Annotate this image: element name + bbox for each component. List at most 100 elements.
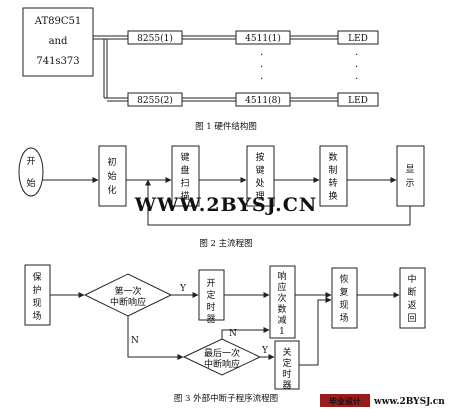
bus-4511-led-top xyxy=(290,35,338,40)
svg-text:·: · xyxy=(260,62,263,73)
scan-label: 键 xyxy=(180,151,189,163)
svg-text:复: 复 xyxy=(339,286,348,298)
restore-box xyxy=(331,267,358,329)
decoder-4511-1-label: 4511(1) xyxy=(245,33,281,44)
bus-down xyxy=(103,39,128,102)
arrow-last-no xyxy=(221,327,270,339)
svg-text:盘: 盘 xyxy=(180,164,189,176)
scan-box xyxy=(171,145,200,207)
start-label: 开 xyxy=(26,156,35,167)
svg-text:始: 始 xyxy=(26,177,35,189)
hardware-structure-diagram: AT89C51 and 741s373 8255(1) 4511(1) LED … xyxy=(22,7,379,132)
bus-8255-4511-bottom xyxy=(182,97,236,102)
svg-text:护: 护 xyxy=(32,284,41,296)
last-label2: 中断响应 xyxy=(204,358,240,370)
svg-text:·: · xyxy=(260,74,263,85)
svg-text:回: 回 xyxy=(407,313,416,324)
protect-label: 保 xyxy=(32,271,41,283)
count-box xyxy=(269,265,296,339)
bus-top xyxy=(93,35,128,40)
svg-text:描: 描 xyxy=(180,190,189,202)
svg-text:现: 现 xyxy=(339,300,348,311)
ellipsis-leds: · · · xyxy=(355,50,358,85)
first-label2: 中断响应 xyxy=(110,296,146,308)
bus-4511-led-bottom xyxy=(290,97,338,102)
process-label: 按 xyxy=(255,151,264,163)
led-top-label: LED xyxy=(348,34,368,44)
svg-text:·: · xyxy=(355,62,358,73)
led-bottom xyxy=(337,92,379,107)
svg-text:·: · xyxy=(355,74,358,85)
decoder-4511-1 xyxy=(235,30,291,45)
svg-text:键: 键 xyxy=(255,164,264,176)
ellipsis-decoders: · · · xyxy=(260,50,263,85)
led-top xyxy=(337,30,379,45)
svg-text:返: 返 xyxy=(407,299,416,311)
svg-text:断: 断 xyxy=(407,286,416,298)
svg-text:1: 1 xyxy=(279,327,285,337)
svg-text:扫: 扫 xyxy=(180,177,189,189)
logo-text: 毕业设计 xyxy=(329,396,361,406)
decoder-4511-8 xyxy=(235,92,291,107)
figure1-caption: 图 1 硬件结构图 xyxy=(195,121,257,132)
open-timer-box xyxy=(198,269,225,321)
svg-text:始: 始 xyxy=(107,170,116,182)
svg-text:时: 时 xyxy=(282,368,291,380)
start-terminal xyxy=(18,147,44,197)
cpu-label-line3: 741s373 xyxy=(36,56,79,67)
svg-text:减: 减 xyxy=(277,314,286,326)
svg-text:器: 器 xyxy=(282,380,291,391)
svg-text:·: · xyxy=(355,50,358,61)
display-box xyxy=(396,145,425,207)
cpu-label-line1: AT89C51 xyxy=(34,16,81,27)
no-label-1: N xyxy=(131,336,139,346)
count-label: 响 xyxy=(277,270,286,282)
init-box xyxy=(98,145,127,207)
init-label: 初 xyxy=(107,156,116,168)
return-label: 中 xyxy=(407,273,416,285)
protect-box xyxy=(24,264,51,326)
svg-text:器: 器 xyxy=(206,314,215,325)
last-label: 最后一次 xyxy=(204,347,240,359)
figure3-caption: 图 3 外部中断子程序流程图 xyxy=(174,393,278,404)
svg-text:理: 理 xyxy=(255,191,264,202)
decoder-4511-8-label: 4511(8) xyxy=(245,95,281,106)
svg-text:化: 化 xyxy=(107,184,116,196)
svg-text:转: 转 xyxy=(328,177,337,189)
convert-box xyxy=(319,145,348,207)
first-label: 第一次 xyxy=(114,285,141,297)
svg-text:·: · xyxy=(260,50,263,61)
svg-text:时: 时 xyxy=(206,301,215,313)
svg-text:定: 定 xyxy=(282,357,291,369)
arrow-first-no xyxy=(127,316,184,360)
svg-text:次: 次 xyxy=(277,292,286,304)
svg-text:场: 场 xyxy=(32,311,41,322)
close-timer-box xyxy=(274,340,300,390)
display-label: 显 xyxy=(405,164,414,175)
svg-text:换: 换 xyxy=(328,190,337,202)
main-flowchart: 开 始 初 始 化 键 盘 扫 描 按 键 处 理 数 制 转 换 显 示 WW… xyxy=(18,145,425,249)
chip-8255-2 xyxy=(127,92,183,107)
site-url: www.2BYSJ.cn xyxy=(373,397,445,407)
svg-text:处: 处 xyxy=(255,177,264,189)
svg-text:示: 示 xyxy=(405,179,414,189)
no-label-2: N xyxy=(229,329,237,339)
convert-label: 数 xyxy=(328,151,337,163)
figure2-caption: 图 2 主流程图 xyxy=(199,238,252,249)
chip-8255-1 xyxy=(127,30,183,45)
restore-label: 恢 xyxy=(339,273,348,285)
site-logo: 毕业设计 www.2BYSJ.cn xyxy=(320,394,445,407)
loop-back-line xyxy=(145,179,411,226)
watermark: WWW.2BYSJ.CN xyxy=(134,194,318,216)
svg-text:制: 制 xyxy=(328,164,337,176)
led-bottom-label: LED xyxy=(348,96,368,106)
bus-8255-4511-top xyxy=(182,35,236,40)
svg-text:场: 场 xyxy=(339,313,348,324)
yes-label-2: Y xyxy=(261,346,269,356)
yes-label-1: Y xyxy=(179,284,187,294)
svg-text:定: 定 xyxy=(206,289,215,301)
cpu-label-line2: and xyxy=(49,36,68,47)
chip-8255-2-label: 8255(2) xyxy=(137,95,173,106)
return-box xyxy=(399,267,426,329)
